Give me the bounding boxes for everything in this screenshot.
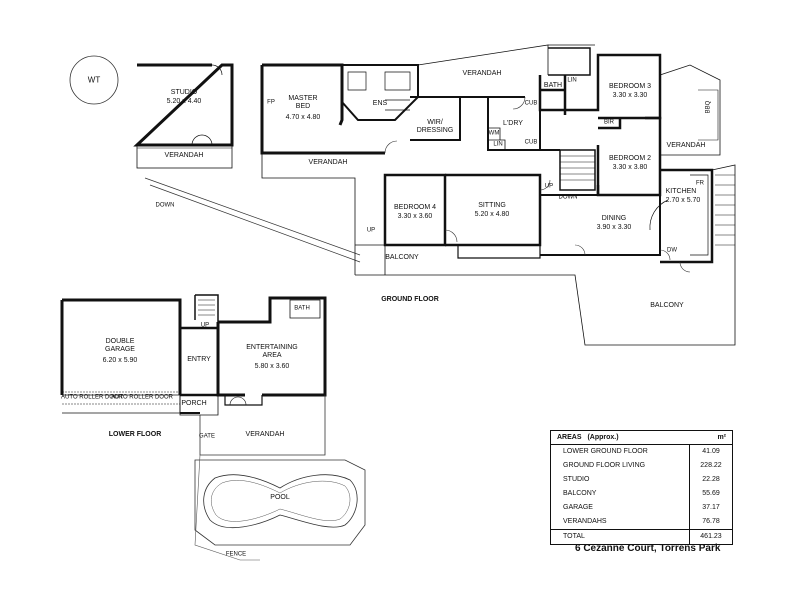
outdoor-up-label: UP: [366, 227, 376, 234]
pool-outline: [203, 474, 358, 528]
area-value: 22.28: [702, 476, 720, 483]
areas-row: LOWER GROUND FLOOR 41.09: [551, 445, 732, 459]
entertaining-walls: [216, 296, 327, 406]
water-tank-label: WT: [87, 75, 101, 85]
ground-floor-label: GROUND FLOOR: [381, 295, 439, 303]
area-name: VERANDAHS: [551, 515, 690, 529]
wir-label: WIR/ DRESSING: [416, 118, 454, 134]
fireplace-label: FP: [267, 99, 275, 106]
roller-door-2-label: AUTO ROLLER DOOR: [111, 394, 173, 401]
cupboard-label-2: CUB: [524, 139, 538, 146]
stair-down-label: DOWN: [558, 194, 578, 201]
areas-total-value: 461.23: [700, 533, 722, 540]
linen-label-1: LIN: [493, 141, 503, 148]
studio-name: STUDIO: [170, 88, 198, 96]
verandah-mid-label: VERANDAH: [308, 158, 348, 166]
verandah-right-label: VERANDAH: [666, 141, 706, 149]
lower-up-label: UP: [200, 322, 210, 329]
entertaining-size: 5.80 x 3.60: [254, 362, 290, 370]
area-name: LOWER GROUND FLOOR: [551, 445, 690, 459]
lower-verandah-label: VERANDAH: [245, 430, 285, 438]
lower-verandah-lines: [194, 395, 366, 546]
fence-label: FENCE: [225, 551, 247, 558]
down-label: DOWN: [155, 202, 175, 209]
studio-verandah-label: VERANDAH: [164, 151, 204, 159]
bath-label: BATH: [543, 81, 563, 89]
fence-line: [194, 454, 260, 561]
areas-table: AREAS (Approx.) m² LOWER GROUND FLOOR 41…: [550, 430, 733, 545]
dining-size: 3.90 x 3.30: [596, 223, 632, 231]
areas-row: GROUND FLOOR LIVING 228.22: [551, 459, 732, 473]
area-value: 228.22: [700, 462, 722, 469]
water-tank-outline: [69, 55, 119, 105]
areas-title-group: AREAS (Approx.): [557, 434, 619, 441]
pool-label: POOL: [270, 493, 290, 501]
kitchen-size: 2.70 x 5.70: [665, 196, 701, 204]
areas-row: BALCONY 55.69: [551, 487, 732, 501]
area-name: GARAGE: [551, 501, 690, 515]
ground-floor-walls: [260, 44, 736, 346]
area-name: STUDIO: [551, 473, 690, 487]
cupboard-label-1: CUB: [524, 100, 538, 107]
areas-title: AREAS: [557, 434, 582, 441]
bedroom2-size: 3.30 x 3.80: [612, 163, 648, 171]
dishwasher-label: DW: [667, 247, 677, 254]
bedroom4-name: BEDROOM 4: [393, 203, 437, 211]
areas-row: GARAGE 37.17: [551, 501, 732, 515]
garage-walls: [60, 298, 182, 414]
porch-label: PORCH: [181, 399, 207, 407]
sitting-name: SITTING: [478, 201, 506, 209]
bbq-label: BBQ: [705, 100, 712, 114]
areas-approx: (Approx.): [587, 434, 619, 441]
balcony-left-label: BALCONY: [385, 253, 419, 261]
pool-inner-outline: [210, 480, 351, 522]
entertaining-name: ENTERTAINING AREA: [246, 343, 298, 359]
entry-label: ENTRY: [187, 355, 211, 363]
master-bed-name: MASTER BED: [288, 94, 318, 110]
bedroom4-size: 3.30 x 3.60: [397, 212, 433, 220]
area-value: 37.17: [702, 504, 720, 511]
area-name: GROUND FLOOR LIVING: [551, 459, 690, 473]
areas-unit: m²: [717, 434, 726, 441]
roller-door-1-label: AUTO ROLLER DOOR: [61, 394, 123, 401]
lower-floor-label: LOWER FLOOR: [108, 430, 162, 438]
linen-label-2: LIN: [567, 77, 577, 84]
bedroom3-size: 3.30 x 3.30: [612, 91, 648, 99]
door-swings: [384, 96, 691, 273]
garage-size: 6.20 x 5.90: [102, 356, 138, 364]
laundry-label: L'DRY: [503, 119, 523, 127]
areas-total-label: TOTAL: [551, 530, 690, 544]
property-address: 6 Cezanne Court, Torrens Park: [575, 543, 721, 554]
areas-row: VERANDAHS 76.78: [551, 515, 732, 529]
studio-walls: [133, 63, 234, 169]
sitting-size: 5.20 x 4.80: [474, 210, 510, 218]
bir-label: BIR: [603, 119, 615, 126]
verandah-top-label: VERANDAH: [462, 69, 502, 77]
ensuite-label: ENS: [372, 99, 388, 107]
area-value: 76.78: [702, 518, 720, 525]
bedroom3-name: BEDROOM 3: [608, 82, 652, 90]
areas-table-header: AREAS (Approx.) m²: [551, 431, 732, 445]
driveway-lines: [144, 177, 361, 263]
area-value: 55.69: [702, 490, 720, 497]
fridge-label: FR: [696, 180, 704, 187]
wm-label: WM: [488, 130, 500, 137]
areas-total-row: TOTAL 461.23: [551, 529, 732, 544]
balcony-right-label: BALCONY: [650, 301, 684, 309]
studio-size: 5.20 x 4.40: [166, 97, 202, 105]
garage-name: DOUBLE GARAGE: [105, 337, 135, 353]
stair-up-label: UP: [544, 183, 554, 190]
bedroom2-name: BEDROOM 2: [608, 154, 652, 162]
master-bed-size: 4.70 x 4.80: [285, 113, 321, 121]
area-name: BALCONY: [551, 487, 690, 501]
kitchen-name: KITCHEN: [665, 187, 697, 195]
area-value: 41.09: [702, 448, 720, 455]
areas-row: STUDIO 22.28: [551, 473, 732, 487]
dining-name: DINING: [601, 214, 627, 222]
gate-label: GATE: [199, 433, 215, 440]
lower-bath-label: BATH: [294, 305, 310, 312]
